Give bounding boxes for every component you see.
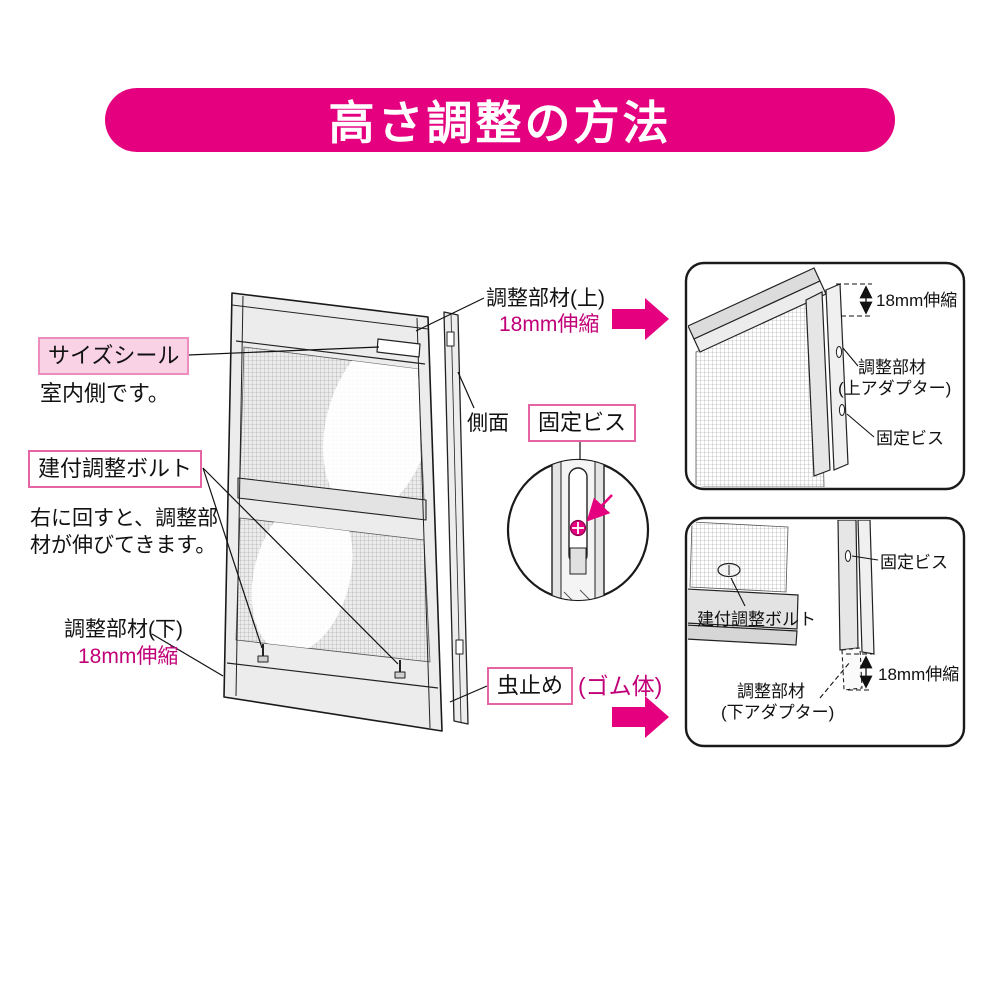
leader-lines xyxy=(151,297,581,703)
crossbar xyxy=(237,477,427,521)
page-title: 高さ調整の方法 xyxy=(328,97,672,149)
panel-top-detail xyxy=(684,261,966,491)
panel-top-stretch-label: 18mm伸縮 xyxy=(876,291,958,310)
bolt-note-line2: 材が伸びてきます。 xyxy=(30,534,217,557)
screw-icon xyxy=(569,519,587,537)
panel-bottom-fixing-screw-label: 固定ビス xyxy=(880,553,948,572)
fitting-bolt-head xyxy=(717,562,741,578)
side-face-label: 側面 xyxy=(467,412,509,435)
leader-adjust-lower xyxy=(151,633,224,677)
leader-insect-stop xyxy=(449,685,488,703)
arrow-to-bottom-panel-icon xyxy=(612,696,669,738)
leader-fitting-bolt-2 xyxy=(202,467,399,665)
side-rail xyxy=(443,311,469,725)
insect-stop-label: 虫止め xyxy=(487,667,574,705)
panel-bottom-adjust-part-label: 調整部材 xyxy=(737,682,805,701)
arrow-to-top-panel-icon xyxy=(612,298,669,340)
panel-bottom-fitting-bolt-label: 建付調整ボルト xyxy=(697,610,816,629)
screen-frame-drawing xyxy=(223,292,469,732)
adjust-upper-label: 調整部材(上) xyxy=(486,287,605,310)
title-banner: 高さ調整の方法 xyxy=(105,88,895,152)
leader-side-face xyxy=(457,371,475,409)
rubber-body-label: (ゴム体) xyxy=(578,673,663,699)
adjust-bolt-left xyxy=(257,644,269,663)
adjust-bolt-right xyxy=(394,660,406,679)
indoor-side-label: 室内側です。 xyxy=(40,381,170,406)
screw-pointer-arrow-icon xyxy=(586,494,613,522)
fixing-screw-detail-circle xyxy=(506,458,650,602)
panel-bottom-screw xyxy=(844,550,852,562)
upper-adapter-rail xyxy=(805,291,831,477)
panel-top-upper-adapter-label: (上アダプター) xyxy=(838,379,952,398)
panel-top-fixing-screw-label: 固定ビス xyxy=(876,429,944,448)
leader-fitting-bolt-1 xyxy=(202,467,263,649)
leader-adjust-upper xyxy=(415,297,485,332)
bolt-note-line1: 右に回すと、調整部 xyxy=(30,507,219,530)
leader-size-seal xyxy=(187,346,380,356)
panel-bottom-stretch-label: 18mm伸縮 xyxy=(878,665,960,684)
size-seal-label: サイズシール xyxy=(38,337,190,375)
panel-top-screw xyxy=(838,404,846,416)
adjust-lower-stretch-label: 18mm伸縮 xyxy=(78,645,179,668)
adjust-lower-label: 調整部材(下) xyxy=(64,618,183,641)
panel-bottom-lower-adapter-label: (下アダプター) xyxy=(721,703,835,722)
panel-top-adjust-part-label: 調整部材 xyxy=(858,358,926,377)
fixing-screw-label: 固定ビス xyxy=(528,404,637,442)
adjust-upper-stretch-label: 18mm伸縮 xyxy=(499,313,600,336)
panel-bottom-detail xyxy=(684,516,966,748)
fitting-bolt-label: 建付調整ボルト xyxy=(28,450,203,488)
